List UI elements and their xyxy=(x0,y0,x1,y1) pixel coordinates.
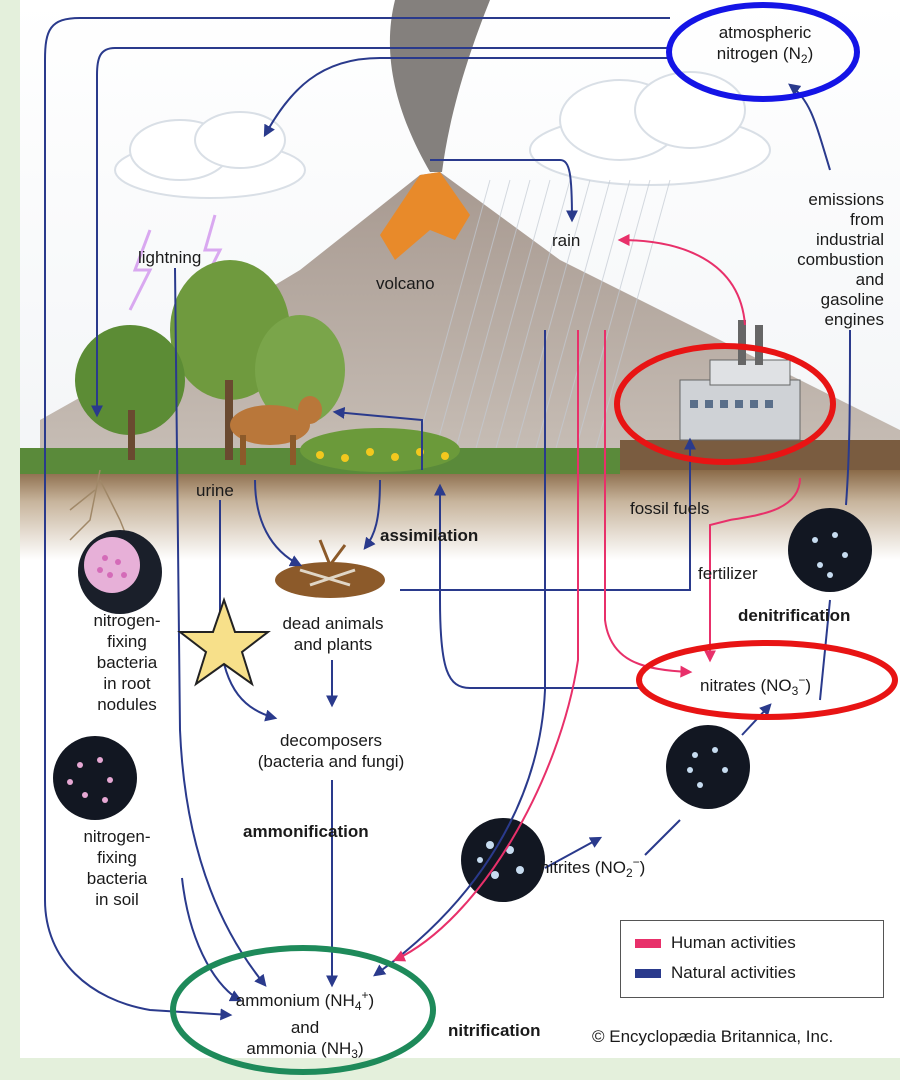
root-label-line: in root xyxy=(72,673,182,694)
legend-natural-swatch xyxy=(635,969,661,978)
decomposers-line: decomposers xyxy=(246,730,416,751)
lightning-label: lightning xyxy=(138,247,201,268)
fossil-fuels-label: fossil fuels xyxy=(630,498,709,519)
nitrites-text: nitrites (NO xyxy=(540,858,626,877)
bacteria-nitrite xyxy=(666,725,750,809)
emissions-label: emissions from industrial combustion and… xyxy=(740,190,884,330)
and-text: and xyxy=(220,1017,390,1038)
ammonium-line: ammonium (NH4+) xyxy=(220,985,390,1017)
ammonia-line: ammonia (NH3) xyxy=(220,1038,390,1065)
atmospheric-close: ) xyxy=(808,44,814,63)
rain-label: rain xyxy=(552,230,580,251)
emissions-line: emissions xyxy=(740,190,884,210)
soil-label-line: bacteria xyxy=(62,868,172,889)
decomposers-line: (bacteria and fungi) xyxy=(246,751,416,772)
root-label-line: nitrogen- xyxy=(72,610,182,631)
legend-human: Human activities xyxy=(635,931,796,955)
bacteria-nitrification xyxy=(461,818,545,902)
dead-animals-line: dead animals xyxy=(258,613,408,634)
nitrogen-fixing-root-label: nitrogen- fixing bacteria in root nodule… xyxy=(72,610,182,715)
soil-label-line: nitrogen- xyxy=(62,826,172,847)
nitrites-label: nitrites (NO2−) xyxy=(540,852,645,884)
atmospheric-label-line2: nitrogen (N2) xyxy=(690,43,840,70)
bushes xyxy=(300,428,460,472)
decomposers-label: decomposers (bacteria and fungi) xyxy=(246,730,416,772)
volcano-label: volcano xyxy=(376,273,435,294)
nitrites-subscript: 2 xyxy=(626,866,633,880)
emissions-line: gasoline xyxy=(740,290,884,310)
atmospheric-label-line1: atmospheric xyxy=(690,22,840,43)
emissions-line: and xyxy=(740,270,884,290)
soil-label-line: in soil xyxy=(62,889,172,910)
ammonia-text: ammonia (NH xyxy=(246,1039,351,1058)
legend-human-label: Human activities xyxy=(671,933,796,953)
nitrification-label: nitrification xyxy=(448,1020,541,1041)
emissions-line: combustion xyxy=(740,250,884,270)
nitrogen-fixing-soil-label: nitrogen- fixing bacteria in soil xyxy=(62,826,172,910)
assimilation-label: assimilation xyxy=(380,525,478,546)
root-label-line: fixing xyxy=(72,631,182,652)
root-label-line: nodules xyxy=(72,694,182,715)
ammonium-text: ammonium (NH xyxy=(236,991,355,1010)
ammonification-label: ammonification xyxy=(243,821,369,842)
bacteria-root-nodule xyxy=(78,530,162,614)
plowed-field xyxy=(620,440,900,470)
legend-natural: Natural activities xyxy=(635,961,796,985)
nitrates-text: nitrates (NO xyxy=(700,676,792,695)
denitrification-label: denitrification xyxy=(738,605,850,626)
atmospheric-text: nitrogen (N xyxy=(717,44,801,63)
legend-natural-label: Natural activities xyxy=(671,963,796,983)
ammonia-close: ) xyxy=(358,1039,364,1058)
soil-label-line: fixing xyxy=(62,847,172,868)
fertilizer-label: fertilizer xyxy=(698,563,758,584)
urine-label: urine xyxy=(196,480,234,501)
ammonia-subscript: 3 xyxy=(351,1047,358,1061)
ammonium-ammonia-label: ammonium (NH4+) and ammonia (NH3) xyxy=(220,985,390,1065)
nitrites-close: ) xyxy=(640,858,646,877)
atmospheric-nitrogen-label: atmospheric nitrogen (N2) xyxy=(690,22,840,70)
emissions-line: from xyxy=(740,210,884,230)
legend: Human activities Natural activities xyxy=(620,920,884,998)
emissions-line: engines xyxy=(740,310,884,330)
emissions-line: industrial xyxy=(740,230,884,250)
bacteria-soil xyxy=(53,736,137,820)
nitrates-close: ) xyxy=(805,676,811,695)
atmospheric-subscript: 2 xyxy=(801,52,808,66)
copyright-text: © Encyclopædia Britannica, Inc. xyxy=(592,1026,833,1047)
root-label-line: bacteria xyxy=(72,652,182,673)
ammonium-subscript: 4 xyxy=(355,999,362,1013)
ammonium-close: ) xyxy=(369,991,375,1010)
dead-animals-line: and plants xyxy=(258,634,408,655)
nitrates-label: nitrates (NO3−) xyxy=(700,670,811,702)
bacteria-denitrification xyxy=(788,508,872,592)
nitrites-superscript: − xyxy=(633,855,640,869)
ammonium-superscript: + xyxy=(362,988,369,1002)
legend-human-swatch xyxy=(635,939,661,948)
dead-animals-label: dead animals and plants xyxy=(258,613,408,655)
